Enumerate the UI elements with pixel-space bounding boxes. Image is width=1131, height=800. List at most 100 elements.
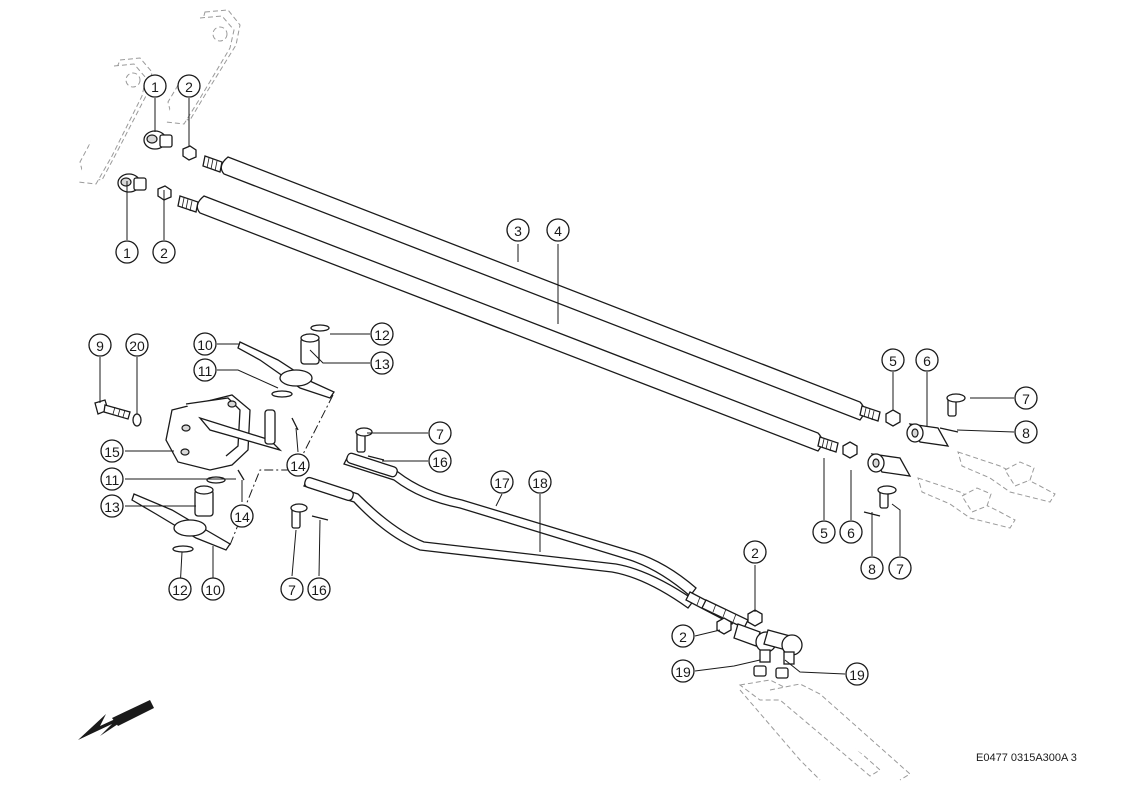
nut-19-left — [753, 665, 767, 677]
rod-17 — [343, 452, 697, 597]
callout-10: 10 — [201, 577, 225, 601]
nut-right-upper — [885, 409, 901, 427]
callout-5: 5 — [881, 348, 905, 372]
callout-11: 11 — [100, 467, 124, 491]
callout-label: 7 — [288, 582, 296, 598]
callout-11: 11 — [193, 358, 217, 382]
callout-label: 19 — [675, 664, 691, 680]
callout-4: 4 — [546, 218, 570, 242]
nut-19-right — [775, 667, 789, 679]
nut-upper — [182, 145, 197, 161]
callout-label: 13 — [104, 499, 120, 515]
callout-8: 8 — [860, 556, 884, 580]
drawing-code: E0477 0315A300A 3 — [976, 752, 1077, 764]
callout-12: 12 — [168, 577, 192, 601]
callout-19: 19 — [671, 659, 695, 683]
callout-7: 7 — [428, 421, 452, 445]
callout-label: 16 — [311, 582, 327, 598]
callout-2: 2 — [671, 624, 695, 648]
ghost-linkage-right — [917, 451, 1056, 529]
callout-1: 1 — [115, 240, 139, 264]
callout-label: 2 — [185, 79, 193, 95]
callout-label: 15 — [104, 444, 120, 460]
clevis-upper — [906, 423, 950, 447]
callout-2: 2 — [152, 240, 176, 264]
pin-14-lower — [237, 469, 245, 481]
callout-8: 8 — [1014, 420, 1038, 444]
callout-label: 5 — [820, 525, 828, 541]
callout-6: 6 — [839, 520, 863, 544]
callout-19: 19 — [845, 662, 869, 686]
callout-3: 3 — [506, 218, 530, 242]
callout-label: 20 — [129, 338, 145, 354]
leader-lines — [99, 98, 1015, 675]
callout-label: 10 — [197, 337, 213, 353]
lever-10-lower — [131, 476, 231, 553]
callout-6: 6 — [915, 348, 939, 372]
callout-label: 10 — [205, 582, 221, 598]
callout-16: 16 — [307, 577, 331, 601]
callout-label: 12 — [172, 582, 188, 598]
ball-joint-lower — [117, 173, 147, 193]
rod-3 — [202, 155, 881, 422]
callout-label: 5 — [889, 353, 897, 369]
callout-label: 7 — [896, 561, 904, 577]
callout-16: 16 — [428, 449, 452, 473]
washer-20 — [132, 413, 142, 427]
clevis-lower — [867, 453, 912, 477]
bolt-9 — [94, 399, 131, 420]
callout-2: 2 — [177, 74, 201, 98]
ghost-lever-lower — [77, 57, 153, 185]
callout-20: 20 — [125, 333, 149, 357]
callout-13: 13 — [100, 494, 124, 518]
pin-14-upper — [291, 417, 299, 431]
callout-5: 5 — [812, 520, 836, 544]
rod-18 — [303, 476, 695, 609]
callout-label: 14 — [290, 458, 306, 474]
callout-label: 6 — [847, 525, 855, 541]
pin-right-upper — [946, 393, 966, 417]
ghost-lever-upper — [165, 9, 241, 125]
callout-label: 18 — [532, 475, 548, 491]
callout-label: 16 — [432, 454, 448, 470]
callout-label: 2 — [160, 245, 168, 261]
ball-joint-19-right — [763, 629, 803, 665]
callout-label: 3 — [514, 223, 522, 239]
callout-label: 1 — [123, 245, 131, 261]
pin-right-lower — [877, 485, 897, 509]
callout-18: 18 — [528, 470, 552, 494]
callout-7: 7 — [888, 556, 912, 580]
callout-17: 17 — [490, 470, 514, 494]
bracket-15 — [165, 394, 283, 471]
pin-7-middle-upper — [355, 427, 373, 453]
callout-1: 1 — [143, 74, 167, 98]
callout-label: 4 — [554, 223, 562, 239]
callout-7: 7 — [280, 577, 304, 601]
front-direction-arrow-icon — [78, 700, 154, 740]
callout-label: 19 — [849, 667, 865, 683]
callout-label: 7 — [1022, 391, 1030, 407]
callout-7: 7 — [1014, 386, 1038, 410]
callout-label: 8 — [1022, 425, 1030, 441]
callout-label: 1 — [151, 79, 159, 95]
callout-13: 13 — [370, 351, 394, 375]
callout-label: 9 — [96, 338, 104, 354]
nut-lower-right — [747, 609, 763, 627]
callout-label: 2 — [751, 545, 759, 561]
callout-12: 12 — [370, 322, 394, 346]
callout-label: 17 — [494, 475, 510, 491]
callout-9: 9 — [88, 333, 112, 357]
cotter-16-lower — [311, 515, 329, 521]
ball-joint-upper — [143, 130, 173, 150]
callout-label: 14 — [234, 509, 250, 525]
cotter-16-upper — [367, 455, 385, 461]
nut-lower-left — [716, 617, 732, 635]
callout-label: 6 — [923, 353, 931, 369]
callout-label: 8 — [868, 561, 876, 577]
nut-right-lower — [842, 441, 858, 459]
rod-4 — [177, 195, 839, 453]
callout-label: 13 — [374, 356, 390, 372]
pin-7-middle-lower — [290, 503, 308, 529]
cotter-right-upper — [939, 427, 959, 433]
